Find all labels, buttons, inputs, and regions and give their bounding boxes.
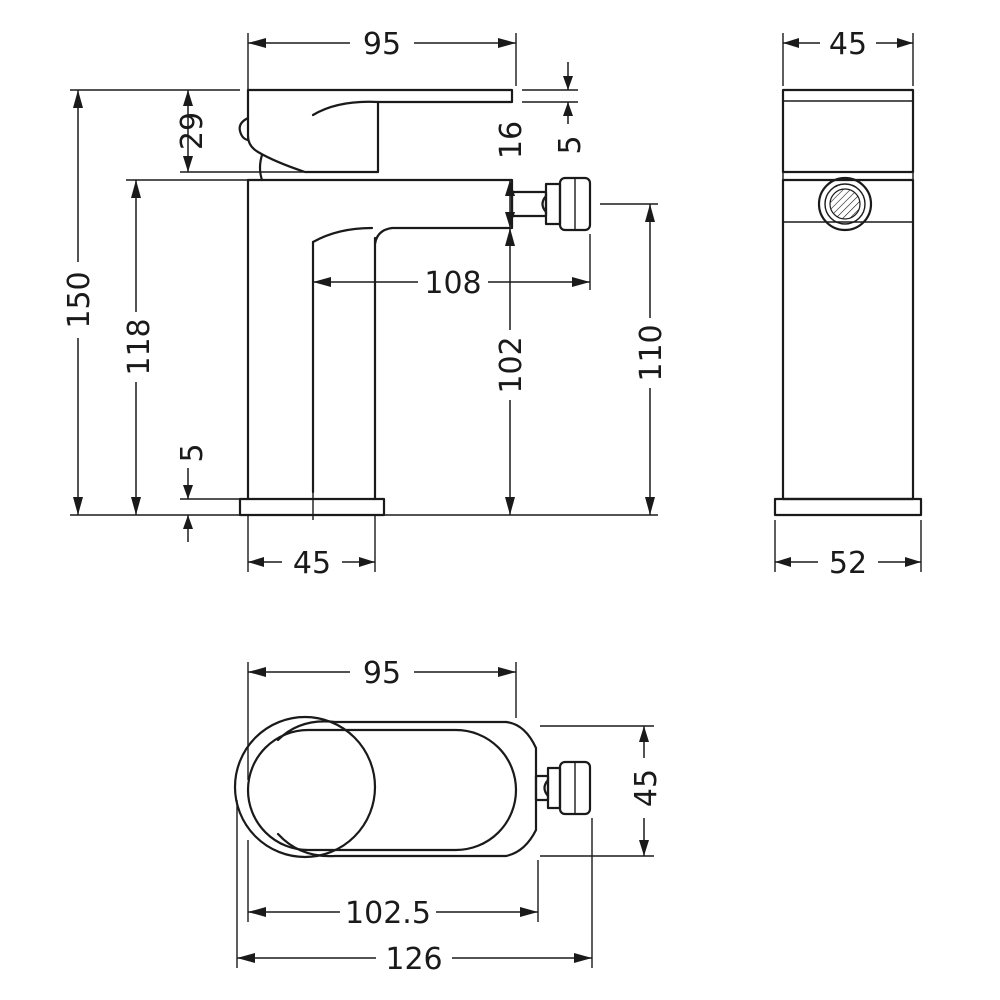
side-lever-neck	[258, 153, 264, 182]
dim-side-lever-height: 29	[175, 90, 210, 172]
label-front-top-width: 45	[829, 27, 867, 62]
plan-aerator	[534, 760, 592, 816]
label-side-lever-tip: 5	[553, 135, 588, 154]
dim-side-spout-clearance: 102	[494, 228, 529, 515]
dim-front-base-width: 52	[775, 546, 921, 581]
plan-body	[276, 720, 538, 858]
plan-view: 95 45 102.5 126	[233, 656, 664, 977]
dim-side-top-width: 95	[248, 27, 516, 62]
front-body	[781, 178, 915, 501]
label-side-outlet-height: 110	[634, 324, 669, 381]
side-spout	[246, 178, 514, 246]
label-side-lever-height: 29	[175, 112, 210, 150]
dim-plan-depth: 45	[629, 726, 664, 856]
label-side-base-plate: 5	[175, 443, 210, 462]
label-plan-width: 95	[363, 656, 401, 691]
plan-lever	[246, 728, 518, 852]
label-side-body-height: 118	[122, 318, 157, 375]
dim-side-body-height: 118	[122, 180, 157, 515]
front-aerator	[817, 176, 873, 232]
dim-side-spout-thickness: 16	[494, 121, 529, 228]
front-base-plate	[773, 497, 923, 517]
label-plan-reach: 102.5	[345, 896, 431, 931]
side-base-plate	[238, 497, 386, 517]
dim-front-top-width: 45	[783, 27, 913, 62]
label-side-spout-thickness: 16	[494, 121, 529, 159]
label-front-base-width: 52	[829, 546, 867, 581]
dim-side-outlet-height: 110	[634, 204, 669, 515]
label-plan-depth: 45	[629, 769, 664, 807]
dim-side-reach: 108	[313, 266, 590, 301]
dim-plan-overall: 126	[237, 942, 592, 977]
label-side-reach: 108	[424, 266, 481, 301]
side-lever-curve	[311, 100, 380, 117]
dim-side-base-plate: 5	[175, 443, 210, 542]
label-side-base-width: 45	[293, 546, 331, 581]
dim-side-total-height: 150	[62, 90, 97, 515]
side-lever	[246, 88, 514, 174]
side-aerator	[510, 176, 592, 232]
side-lever-cap	[238, 116, 250, 142]
label-side-total-height: 150	[62, 271, 97, 328]
plan-base-circle	[233, 715, 377, 859]
dim-side-base-width: 45	[248, 546, 375, 581]
side-spout-curve	[311, 226, 374, 244]
side-elevation: 95 150 29 118	[62, 27, 669, 581]
front-lever	[781, 88, 915, 174]
label-side-spout-clearance: 102	[494, 336, 529, 393]
dim-side-lever-tip: 5	[553, 62, 588, 155]
label-plan-overall: 126	[385, 942, 442, 977]
front-elevation: 45 52	[773, 27, 923, 581]
dim-plan-reach: 102.5	[248, 896, 538, 931]
label-side-top-width: 95	[363, 27, 401, 62]
dim-plan-width: 95	[248, 656, 516, 691]
